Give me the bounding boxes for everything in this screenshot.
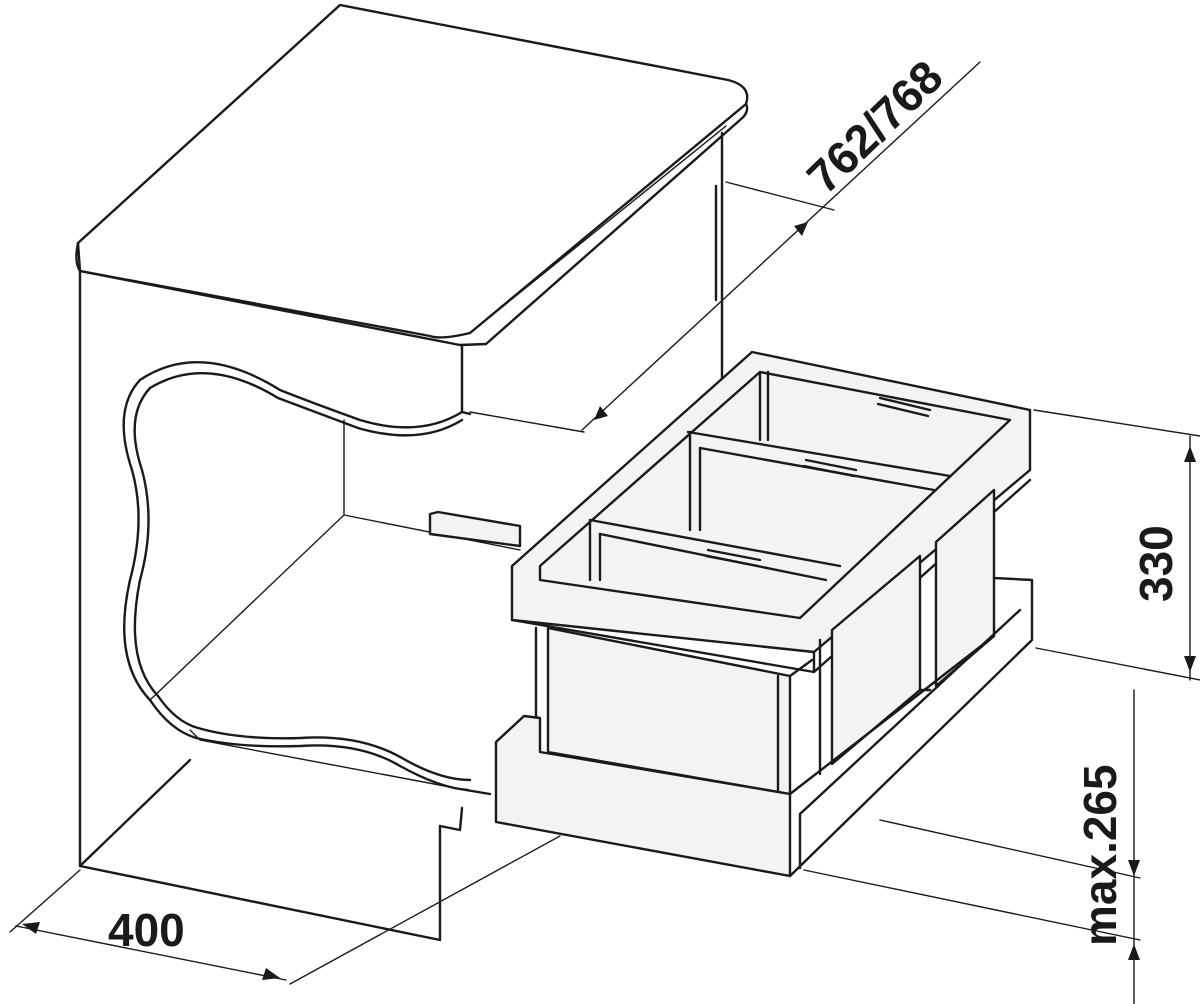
cabinet-right-panel [460,131,724,416]
width-label: 400 [108,904,185,956]
countertop-front-edge [76,241,488,347]
max-height-arrow-bottom [1128,944,1140,960]
pullout-frame [428,350,1034,878]
countertop-edge-line [469,125,727,334]
dimension-width: 400 [9,829,561,985]
bin-inner-lines [588,370,770,582]
countertop-side-edge [484,102,749,346]
depth-label: 762/768 [797,50,953,203]
frame-rim-inner [538,370,1012,620]
max-height-arrow-top [1128,860,1140,876]
depth-extension-lines [469,181,835,433]
depth-dimension-line [581,61,981,431]
depth-arrow-top [794,222,808,236]
width-dimension-line [15,925,287,981]
depth-arrow-bottom [594,406,608,420]
width-extension-lines [9,829,561,985]
width-arrow-right [262,968,280,980]
slide-rail [428,510,522,548]
width-arrow-left [22,922,40,934]
height-label: 330 [1130,525,1182,602]
height-extension-lines [1033,409,1200,681]
cabinet-left-panel [78,269,442,942]
max-height-extension-lines [803,819,1141,941]
max-height-label: max.265 [1074,764,1126,946]
cabinet [75,3,749,942]
interior-edges [149,419,521,791]
dimension-height: 330 [1033,409,1200,681]
base-tray-side [788,576,1034,878]
clips [704,396,932,568]
cabinet-bottom [78,758,492,868]
height-arrow-top [1184,446,1196,462]
cutaway-outline [122,361,470,792]
dimension-max-height: max.265 [803,689,1141,1004]
base-tray [494,714,792,878]
cutaway-outline-inner [133,372,472,782]
countertop-top-face [75,3,749,339]
height-arrow-bottom [1184,656,1196,672]
